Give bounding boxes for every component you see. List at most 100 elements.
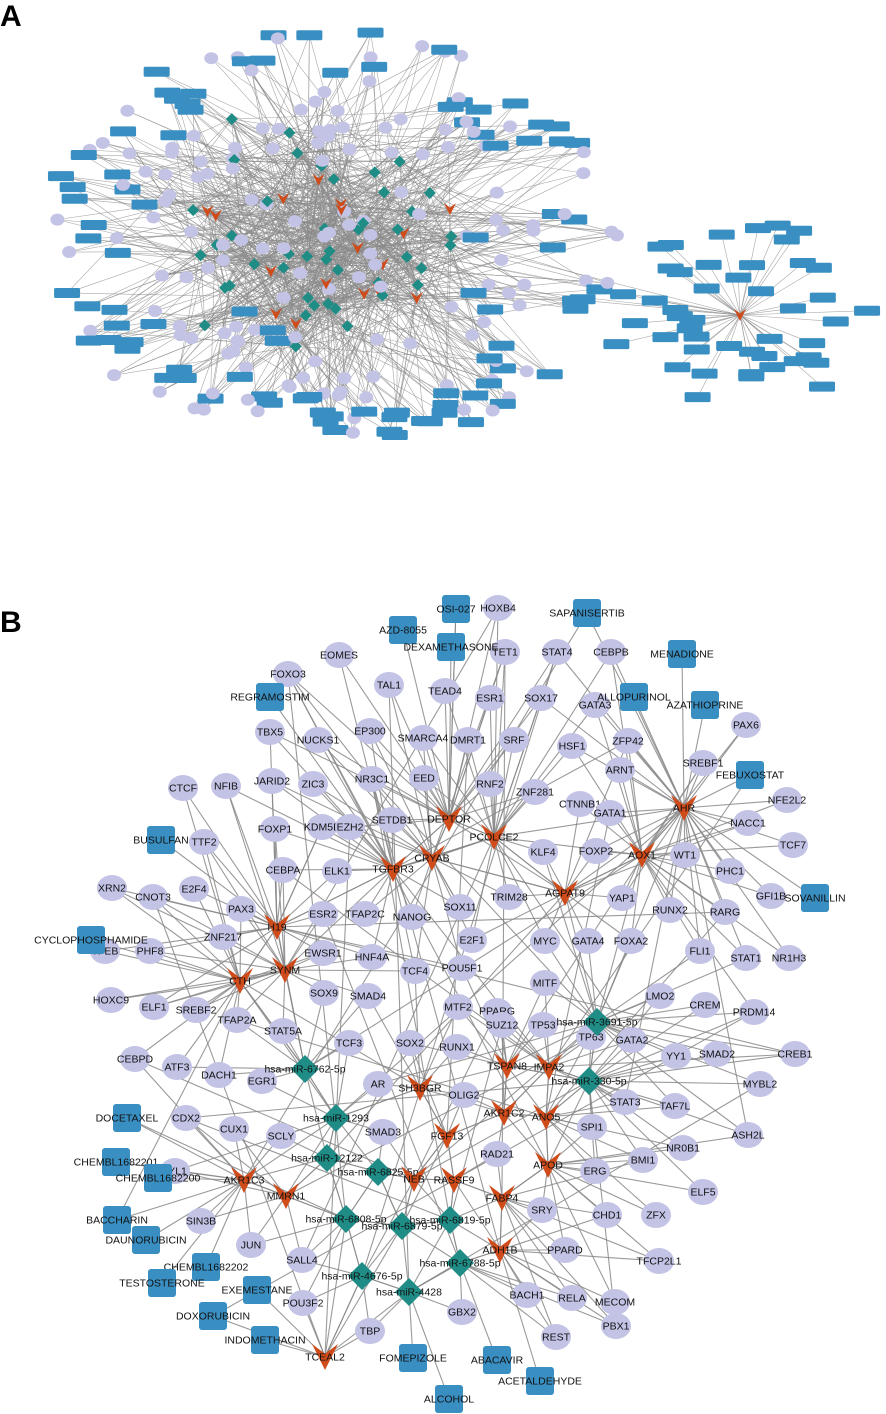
node-a[interactable] (411, 278, 424, 291)
node-a[interactable] (234, 234, 249, 247)
node-chd1[interactable]: CHD1 (592, 1202, 622, 1228)
node-alcohol[interactable]: ALCOHOL (424, 1385, 474, 1413)
node-a[interactable] (666, 267, 693, 278)
node-a[interactable] (725, 272, 752, 283)
node-a[interactable] (739, 346, 766, 357)
node-a[interactable] (308, 355, 323, 368)
node-a[interactable] (444, 300, 459, 313)
node-a[interactable] (160, 130, 187, 141)
node-a[interactable] (604, 225, 619, 238)
node-tet1[interactable]: TET1 (490, 639, 520, 665)
node-a[interactable] (415, 148, 430, 161)
node-docetaxel[interactable]: DOCETAXEL (96, 1104, 159, 1132)
node-a[interactable] (244, 64, 259, 77)
node-rarg[interactable]: RARG (710, 899, 740, 925)
node-esr1[interactable]: ESR1 (475, 685, 505, 711)
node-yy1[interactable]: YY1 (661, 1043, 691, 1069)
node-prdm14[interactable]: PRDM14 (733, 999, 776, 1025)
node-rad21[interactable]: RAD21 (480, 1141, 514, 1167)
node-a[interactable] (363, 247, 378, 260)
node-a[interactable] (496, 224, 511, 237)
node-gfi1b[interactable]: GFI1B (756, 883, 786, 909)
node-a[interactable] (403, 337, 418, 350)
node-pou3f2[interactable]: POU3F2 (283, 1290, 324, 1316)
node-a[interactable] (739, 260, 766, 271)
node-neb[interactable]: NEB (401, 1166, 427, 1192)
node-fomepizole[interactable]: FOMEPIZOLE (379, 1344, 447, 1372)
node-a[interactable] (255, 242, 270, 255)
node-a[interactable] (744, 223, 771, 234)
node-busulfan[interactable]: BUSULFAN (133, 826, 189, 854)
node-impa2[interactable]: IMPA2 (534, 1054, 565, 1080)
node-a[interactable] (223, 279, 236, 292)
node-a[interactable] (291, 147, 304, 160)
node-febuxostat[interactable]: FEBUXOSTAT (716, 761, 785, 789)
node-a[interactable] (322, 425, 349, 436)
node-cryab[interactable]: CRYAB (414, 845, 450, 871)
node-a[interactable] (229, 320, 244, 333)
node-wt1[interactable]: WT1 (670, 842, 700, 868)
node-a[interactable] (205, 387, 220, 400)
node-sin3b[interactable]: SIN3B (186, 1208, 216, 1234)
node-a[interactable] (101, 304, 128, 315)
node-spi1[interactable]: SPI1 (577, 1114, 607, 1140)
node-a[interactable] (562, 303, 589, 314)
node-pou5f1[interactable]: POU5F1 (442, 955, 483, 981)
node-mmrn1[interactable]: MMRN1 (267, 1183, 306, 1209)
node-a[interactable] (748, 286, 775, 297)
node-a[interactable] (289, 317, 302, 330)
node-tfap2a[interactable]: TFAP2A (217, 1007, 257, 1033)
node-a[interactable] (451, 92, 466, 105)
node-hsa-mir-4428[interactable]: hsa-miR-4428 (376, 1278, 442, 1306)
node-hsa-mir-6825-5p[interactable]: hsa-miR-6825-5p (337, 1158, 419, 1186)
node-a[interactable] (466, 125, 481, 138)
node-a[interactable] (432, 400, 459, 411)
node-hsf1[interactable]: HSF1 (557, 733, 587, 759)
node-a[interactable] (691, 368, 718, 379)
node-tal1[interactable]: TAL1 (374, 672, 404, 698)
node-a[interactable] (292, 393, 319, 404)
node-a[interactable] (322, 67, 349, 78)
node-a[interactable] (548, 136, 575, 147)
node-a[interactable] (734, 309, 746, 321)
node-bmi1[interactable]: BMI1 (628, 1147, 658, 1173)
node-menadione[interactable]: MENADIONE (650, 640, 714, 668)
node-a[interactable] (476, 353, 503, 364)
node-a[interactable] (528, 119, 555, 130)
node-a[interactable] (330, 104, 345, 117)
node-a[interactable] (312, 173, 325, 186)
node-a[interactable] (204, 52, 219, 65)
node-a[interactable] (366, 370, 381, 383)
node-nfib[interactable]: NFIB (211, 773, 241, 799)
node-a[interactable] (294, 103, 309, 116)
node-chembl1682201[interactable]: CHEMBL1682201 (74, 1148, 159, 1176)
node-sall4[interactable]: SALL4 (286, 1247, 318, 1273)
node-fli1[interactable]: FLI1 (685, 938, 715, 964)
node-a[interactable] (122, 147, 137, 160)
node-a[interactable] (362, 75, 377, 88)
node-a[interactable] (250, 405, 265, 418)
node-a[interactable] (187, 204, 200, 217)
node-a[interactable] (61, 193, 88, 204)
node-hsa-mir-6819-5p[interactable]: hsa-miR-6819-5p (409, 1206, 491, 1234)
node-a[interactable] (315, 154, 330, 167)
node-a[interactable] (249, 55, 276, 66)
node-a[interactable] (462, 390, 489, 401)
node-ppard[interactable]: PPARD (547, 1237, 583, 1263)
node-scly[interactable]: SCLY (266, 1123, 296, 1149)
node-zic3[interactable]: ZIC3 (298, 771, 328, 797)
node-a[interactable] (289, 340, 302, 353)
node-azd-8055[interactable]: AZD-8055 (379, 616, 427, 644)
node-a[interactable] (621, 318, 648, 329)
node-foxp1[interactable]: FOXP1 (258, 816, 293, 842)
node-crem[interactable]: CREM (690, 992, 721, 1018)
node-a[interactable] (759, 362, 786, 373)
node-a[interactable] (216, 254, 231, 267)
node-gata4[interactable]: GATA4 (572, 928, 605, 954)
node-a[interactable] (154, 87, 181, 98)
node-nucks1[interactable]: NUCKS1 (297, 727, 340, 753)
node-ewsr1[interactable]: EWSR1 (304, 940, 342, 966)
node-a[interactable] (196, 403, 211, 416)
node-a[interactable] (517, 278, 532, 291)
node-fabp4[interactable]: FABP4 (486, 1185, 519, 1211)
